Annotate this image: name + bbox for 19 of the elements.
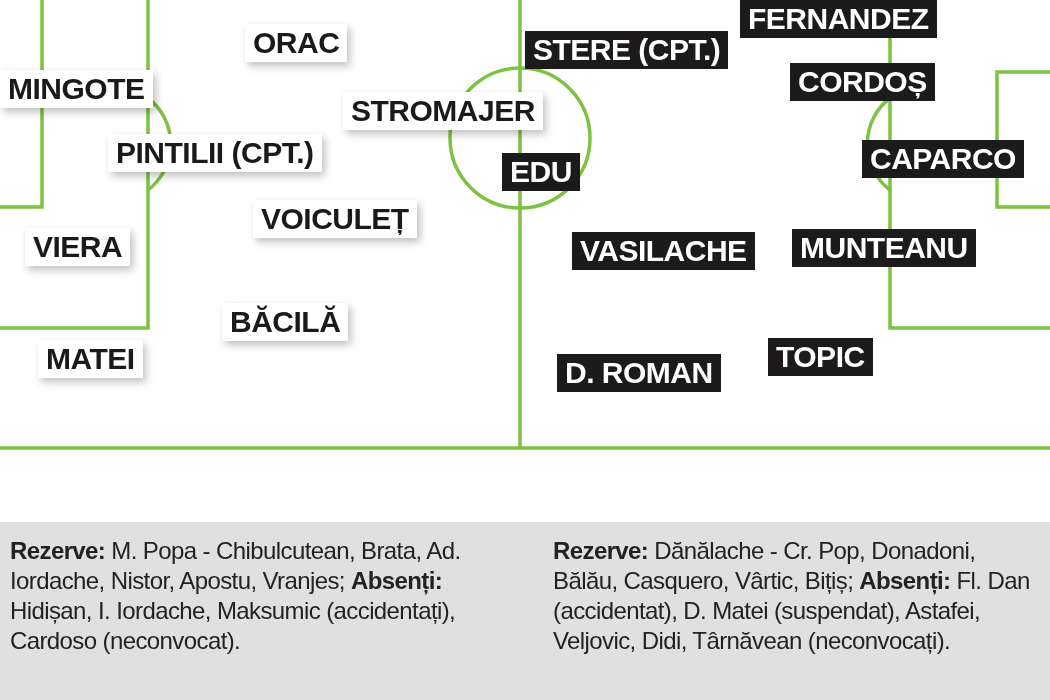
player-label: STERE (CPT.) (525, 31, 729, 69)
squad-note: Rezerve: M. Popa - Chibulcutean, Brata, Ad. Iordache, Nistor, Apostu, Vranjes; Absenți: Hidișan, I. Iordache, Maksumic (accidentați), Cardoso (neconvocat). (10, 536, 462, 656)
squad-note: Rezerve: Dănălache - Cr. Pop, Donadoni, Bălău, Casquero, Vârtic, Bițiș; Absenți: Fl. Dan (accidentat), D. Matei (suspendat), Astafei, Veljovic, Didi, Târnăvean (neconvocați). (553, 536, 1031, 656)
player-label: VOICULEȚ (253, 200, 417, 238)
player-label: STROMAJER (343, 92, 543, 130)
player-label: CAPARCO (862, 140, 1024, 178)
player-label: MUNTEANU (792, 229, 976, 267)
player-label: EDU (502, 153, 580, 191)
player-label: TOPIC (768, 338, 873, 376)
player-label: ORAC (245, 24, 348, 62)
player-label: BĂCILĂ (222, 303, 349, 341)
player-label: PINTILII (CPT.) (108, 134, 322, 172)
player-label: FERNANDEZ (740, 0, 937, 38)
player-label: D. ROMAN (557, 354, 721, 392)
player-label: MATEI (38, 340, 143, 378)
player-label: VASILACHE (572, 232, 755, 270)
player-label: VIERA (25, 228, 131, 266)
player-label: MINGOTE (0, 70, 153, 108)
player-label: CORDOȘ (790, 63, 935, 101)
